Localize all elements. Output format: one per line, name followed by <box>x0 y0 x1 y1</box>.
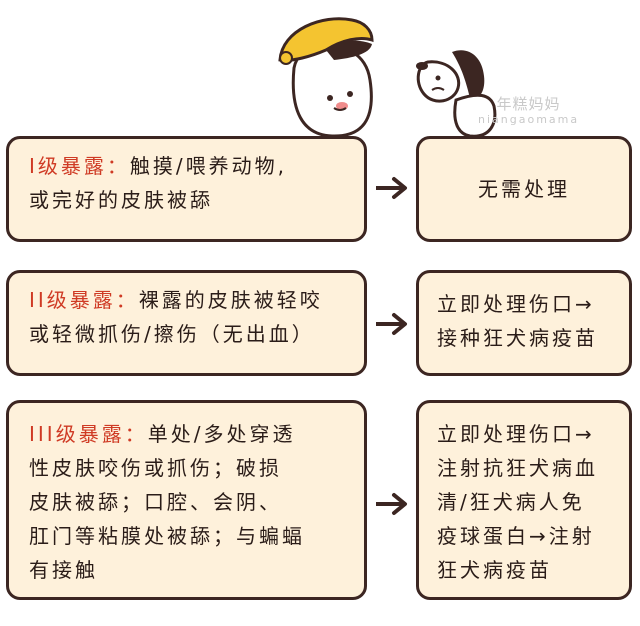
level-1-line-1: 触摸/喂养动物, <box>129 154 288 178</box>
level-1-action-line-1: 无需处理 <box>478 177 570 201</box>
level-3-line-2: 性皮肤咬伤或抓伤；破损 <box>29 456 282 480</box>
level-3-line-5: 有接触 <box>29 558 98 582</box>
watermark: 年糕妈妈 niangaomama <box>478 96 579 128</box>
level-3-action-line-1: 立即处理伤口→ <box>437 422 595 446</box>
level-3-action-line-4: 疫球蛋白→注射 <box>437 524 595 548</box>
level-3-action-box: 立即处理伤口→ 注射抗狂犬病血 清/狂犬病人免 疫球蛋白→注射 狂犬病疫苗 <box>416 400 632 600</box>
level-3-action-line-2: 注射抗狂犬病血 <box>437 456 598 480</box>
level-2-exposure-box: II级暴露：裸露的皮肤被轻咬 或轻微抓伤/擦伤（无出血） <box>6 270 367 376</box>
level-3-line-4: 肛门等粘膜处被舔；与蝙蝠 <box>29 524 305 548</box>
level-3-line-1: 单处/多处穿透 <box>147 422 296 446</box>
level-2-action-line-2: 接种狂犬病疫苗 <box>437 326 598 350</box>
level-3-action-line-3: 清/狂犬病人免 <box>437 490 585 514</box>
arrow-right-icon <box>376 177 407 199</box>
cartoon-ghost-with-cap-illustration <box>278 17 374 138</box>
level-2-action-box: 立即处理伤口→ 接种狂犬病疫苗 <box>416 270 632 376</box>
level-1-label: I级暴露： <box>29 154 130 178</box>
level-2-line-2: 或轻微抓伤/擦伤（无出血） <box>29 322 315 346</box>
level-1-exposure-box: I级暴露：触摸/喂养动物, 或完好的皮肤被舔 <box>6 136 367 242</box>
level-1-line-2: 或完好的皮肤被舔 <box>29 188 213 212</box>
level-2-label: II级暴露： <box>29 288 139 312</box>
level-3-line-3: 皮肤被舔；口腔、会阴、 <box>29 490 282 514</box>
cartoon-dog-illustration <box>416 50 497 138</box>
level-1-action-box: 无需处理 <box>416 136 632 242</box>
arrow-right-icon <box>376 493 407 515</box>
watermark-en: niangaomama <box>478 113 580 126</box>
level-3-exposure-box: III级暴露：单处/多处穿透 性皮肤咬伤或抓伤；破损 皮肤被舔；口腔、会阴、 肛… <box>6 400 367 600</box>
level-2-line-1: 裸露的皮肤被轻咬 <box>138 288 323 312</box>
level-2-action-line-1: 立即处理伤口→ <box>437 292 595 316</box>
level-3-label: III级暴露： <box>29 422 148 446</box>
watermark-cn: 年糕妈妈 <box>496 95 561 113</box>
arrow-right-icon <box>376 313 407 335</box>
level-3-action-line-5: 狂犬病疫苗 <box>437 558 552 582</box>
